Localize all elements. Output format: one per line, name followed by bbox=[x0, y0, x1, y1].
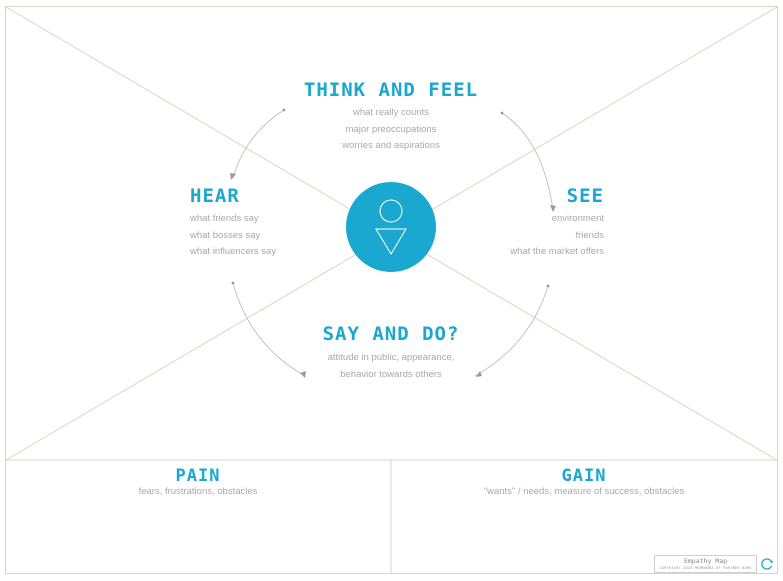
circular-arrows-icon bbox=[761, 558, 773, 570]
think-feel-line: worries and aspirations bbox=[342, 140, 440, 151]
think-feel-line: what really counts bbox=[352, 107, 430, 118]
see-line: environment bbox=[551, 213, 604, 224]
arc-top-right bbox=[501, 112, 554, 211]
pain-description: fears, frustrations, obstacles bbox=[138, 486, 258, 497]
person-icon bbox=[346, 182, 436, 272]
arrow-head bbox=[550, 205, 556, 212]
see-line: friends bbox=[575, 229, 604, 241]
say-do-description: attitude in public, appearance, behavior… bbox=[291, 350, 491, 383]
arrow-head bbox=[300, 371, 306, 378]
gain-description: "wants" / needs, measure of success, obs… bbox=[483, 486, 685, 497]
hear-description: what friends say what bosses say what in… bbox=[190, 211, 276, 261]
footer-legend: Empathy Map COPYRIGHT 2019 MEMEWORX OF P… bbox=[654, 555, 757, 573]
arc-end-dot bbox=[546, 284, 550, 288]
think-feel-description: what really counts major preoccupations … bbox=[291, 105, 491, 155]
hear-line: what influencers say bbox=[190, 246, 277, 257]
say-do-line: behavior towards others bbox=[340, 368, 442, 380]
arc-top-left bbox=[232, 109, 285, 179]
think-feel-line: major preoccupations bbox=[345, 123, 437, 135]
arrow-head bbox=[230, 173, 236, 180]
hear-line: what bosses say bbox=[190, 229, 261, 241]
arc-end-dot bbox=[231, 281, 235, 285]
gain-title: GAIN bbox=[561, 466, 607, 486]
arc-end-dot bbox=[500, 111, 504, 115]
map-frame bbox=[5, 6, 778, 574]
footer-title: Empathy Map bbox=[683, 557, 728, 565]
arc-bottom-right bbox=[474, 285, 549, 377]
hear-title: HEAR bbox=[190, 185, 240, 207]
arc-bottom-left bbox=[232, 282, 306, 377]
think-feel-title: THINK AND FEEL bbox=[303, 79, 479, 101]
see-description: environment friends what the market offe… bbox=[464, 211, 604, 261]
pain-title: PAIN bbox=[175, 466, 221, 486]
say-do-line: attitude in public, appearance, bbox=[327, 352, 455, 363]
say-do-title: SAY AND DO? bbox=[322, 323, 460, 345]
see-title: SEE bbox=[566, 185, 604, 207]
hear-line: what friends say bbox=[190, 213, 259, 224]
see-line: what the market offers bbox=[510, 246, 604, 257]
footer-copyright: COPYRIGHT 2019 MEMEWORX OF PARTNER NAME bbox=[659, 566, 752, 570]
arrow-head bbox=[476, 371, 482, 377]
arc-end-dot bbox=[282, 108, 286, 112]
